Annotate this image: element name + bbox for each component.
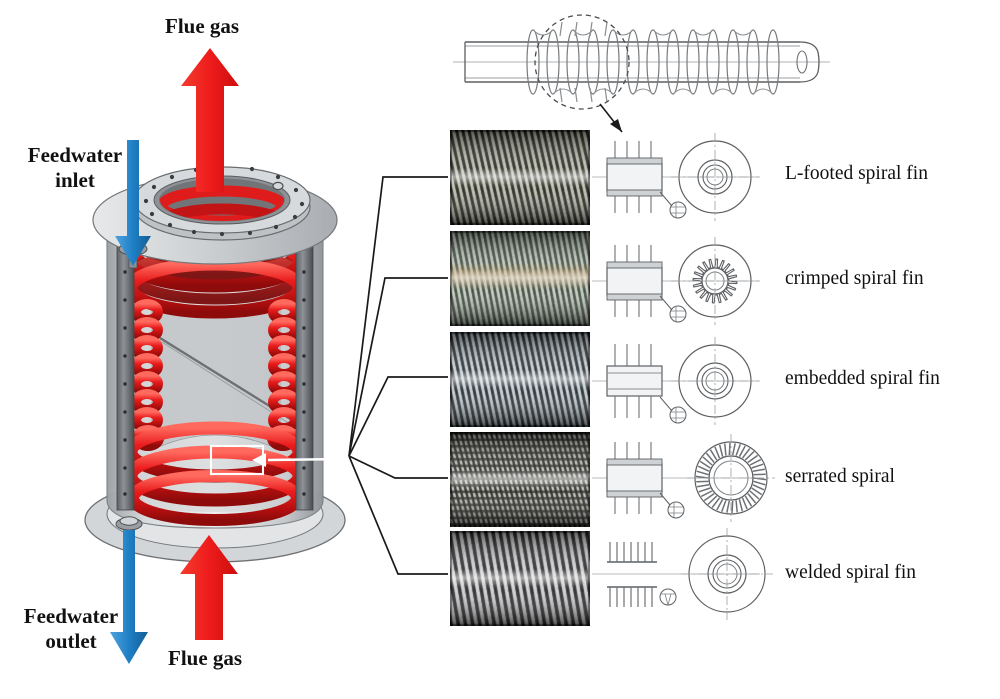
fin-label-serrated: serrated spiral	[785, 466, 895, 488]
fin-type-leaders	[349, 177, 448, 574]
photo-serrated	[450, 432, 590, 527]
label-flue-gas-top: Flue gas	[165, 14, 239, 39]
label-feedwater-outlet: Feedwater outlet	[6, 604, 136, 654]
row-crimped-schematic	[592, 237, 760, 325]
photo-embedded	[450, 332, 590, 427]
fin-schematics	[592, 133, 775, 620]
fin-label-l-footed: L-footed spiral fin	[785, 163, 928, 185]
row-embedded-schematic	[592, 337, 760, 425]
heat-exchanger-vessel	[85, 165, 345, 562]
row-welded-schematic	[592, 528, 773, 620]
photo-crimped	[450, 231, 590, 326]
photo-l-footed	[450, 130, 590, 225]
row-serrated-schematic	[592, 434, 775, 522]
row-l-footed-schematic	[592, 133, 760, 221]
label-flue-gas-bottom: Flue gas	[168, 646, 242, 671]
photo-welded	[450, 531, 590, 626]
fin-label-embedded: embedded spiral fin	[785, 368, 940, 390]
label-feedwater-inlet: Feedwater inlet	[10, 143, 140, 193]
finned-tube-overview	[453, 15, 830, 132]
fin-label-crimped: crimped spiral fin	[785, 268, 924, 290]
fin-label-welded: welded spiral fin	[785, 562, 916, 584]
